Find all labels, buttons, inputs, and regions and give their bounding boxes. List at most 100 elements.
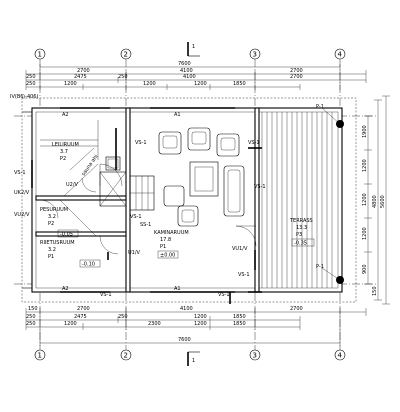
room-area: 3.2 bbox=[48, 214, 56, 220]
grid-axis-top: 1 2 3 4 bbox=[34, 48, 346, 60]
furniture bbox=[158, 127, 245, 227]
vs-label: VS-1 bbox=[130, 214, 142, 220]
door-label: VU1/V bbox=[232, 246, 248, 252]
grid-id-1: 1 bbox=[38, 51, 42, 59]
dim-top-2a: 2700 bbox=[77, 68, 90, 74]
room-terrass: TERRASS 13.3 P3 -0.35 bbox=[289, 218, 315, 247]
grid-id-3: 3 bbox=[253, 352, 257, 360]
section-marker-label: 1 bbox=[192, 358, 195, 364]
room-area: 3.7 bbox=[60, 149, 68, 155]
level-label: -0.05 bbox=[60, 232, 73, 238]
room-code: P3 bbox=[296, 232, 302, 238]
dim-top-3a: 250 bbox=[26, 74, 36, 80]
dim-right-4: 1200 bbox=[362, 227, 368, 240]
door-label: U2/V bbox=[66, 182, 79, 188]
dim-bot-2b: 2475 bbox=[74, 314, 87, 320]
room-level: ±0.00 bbox=[160, 253, 175, 259]
window-openings bbox=[31, 107, 262, 304]
room-name: RIIETUSRUUM bbox=[40, 240, 75, 246]
dim-bot-2c: 250 bbox=[118, 314, 128, 320]
dim-top-3b: 2475 bbox=[74, 74, 87, 80]
post-label: P-1 bbox=[316, 104, 324, 110]
dim-bot-1b: 2700 bbox=[77, 306, 90, 312]
window-label: A2 bbox=[62, 112, 69, 118]
top-dimensions: 7600 2700 4100 2700 250 2475 250 4100 27… bbox=[25, 61, 367, 90]
dim-top-4b: 1200 bbox=[64, 81, 77, 87]
section-marker-top: 1 bbox=[187, 42, 200, 57]
room-level: -0.35 bbox=[294, 241, 307, 247]
room-code: P2 bbox=[48, 221, 54, 227]
grid-id-3: 3 bbox=[253, 51, 257, 59]
dim-top-2c: 2700 bbox=[290, 68, 303, 74]
room-area: 3.2 bbox=[48, 247, 56, 253]
room-code: P2 bbox=[60, 156, 66, 162]
level-markers: -0.10 -0.05 bbox=[57, 229, 101, 268]
dim-bot-3c: 2300 bbox=[148, 321, 161, 327]
room-name: KAMINARUUM bbox=[154, 230, 189, 236]
door-labels: UK2/V U2/V U1/V VU2/V VU1/V bbox=[14, 182, 248, 256]
window-labels: A2 A1 A2 A1 VS-1 VS-1 VS-1 VS-1 VS-1 VS-… bbox=[14, 112, 266, 298]
dim-right-3: 1200 bbox=[362, 193, 368, 206]
vs-label: VS-1 bbox=[248, 140, 260, 146]
dim-right-1: 1900 bbox=[362, 125, 368, 138]
vs-label: VS-1 bbox=[238, 272, 250, 278]
room-code: P1 bbox=[48, 254, 54, 260]
grid-id-2: 2 bbox=[124, 51, 128, 59]
window-label: A1 bbox=[174, 112, 181, 118]
dim-right-5: 900 bbox=[362, 264, 368, 274]
door-label: UK2/V bbox=[14, 190, 30, 196]
room-leiliruum: LEILIRUUM 3.7 P2 bbox=[52, 142, 79, 162]
room-area: 17.8 bbox=[160, 237, 171, 243]
ss-label: SS-1 bbox=[140, 222, 151, 228]
dim-total-top: 7600 bbox=[178, 61, 191, 67]
dim-bot-1a: 150 bbox=[28, 306, 38, 312]
section-marker-bottom: 1 bbox=[187, 351, 200, 366]
room-code: P1 bbox=[160, 244, 166, 250]
dim-top-4c: 1200 bbox=[143, 81, 156, 87]
dim-bot-3e: 1850 bbox=[233, 321, 246, 327]
room-riietusruum: RIIETUSRUUM 3.2 P1 bbox=[40, 240, 75, 260]
door-label: U1/V bbox=[128, 250, 141, 256]
grid-id-1: 1 bbox=[38, 352, 42, 360]
leader-lines bbox=[59, 147, 99, 237]
fireplace bbox=[99, 171, 127, 207]
window-label: A1 bbox=[174, 286, 181, 292]
grid-id-2: 2 bbox=[124, 352, 128, 360]
dim-bot-1d: 2700 bbox=[290, 306, 303, 312]
room-area: 13.3 bbox=[296, 225, 307, 231]
dim-top-4d: 1200 bbox=[194, 81, 207, 87]
vs-label: VS-1 bbox=[100, 292, 112, 298]
dim-total-bottom: 7600 bbox=[178, 337, 191, 343]
vs-label: VS-1 bbox=[254, 184, 266, 190]
dim-right-total-1: 4800 bbox=[372, 195, 378, 208]
room-pesuruum: PESURUUM 3.2 P2 bbox=[40, 207, 68, 227]
dim-top-3e: 2700 bbox=[290, 74, 303, 80]
dim-top-3d: 4100 bbox=[183, 74, 196, 80]
room-name: LEILIRUUM bbox=[52, 142, 79, 148]
right-dimensions: 1900 1200 1200 1200 900 4800 5600 150 bbox=[362, 95, 390, 305]
vs-label: VS-1 bbox=[218, 292, 230, 298]
grid-axis-bottom: 1 2 3 4 bbox=[34, 349, 346, 361]
room-name: TERRASS bbox=[289, 218, 313, 224]
door-label: VU2/V bbox=[14, 212, 30, 218]
dim-top-4e: 1850 bbox=[233, 81, 246, 87]
room-name: PESURUUM bbox=[40, 207, 68, 213]
dim-bot-2e: 1850 bbox=[233, 314, 246, 320]
dim-bot-2d: 1200 bbox=[194, 314, 207, 320]
sauna-stove bbox=[105, 156, 121, 171]
step-block bbox=[129, 175, 155, 211]
post-label: P-1 bbox=[316, 264, 324, 270]
bottom-dimensions: 150 2700 4100 2700 250 2475 250 1200 185… bbox=[25, 306, 367, 346]
dim-right-2: 1200 bbox=[362, 159, 368, 172]
dim-bot-2a: 250 bbox=[26, 314, 36, 320]
dim-bot-3d: 1200 bbox=[194, 321, 207, 327]
top-left-note: IV(B6\-406) bbox=[10, 94, 38, 100]
level-label: -0.10 bbox=[82, 262, 95, 268]
dim-top-3c: 250 bbox=[118, 74, 128, 80]
grid-id-4: 4 bbox=[338, 352, 343, 360]
dim-right-total-2: 5600 bbox=[380, 195, 386, 208]
dim-top-4a: 250 bbox=[26, 81, 36, 87]
vs-label: VS-1 bbox=[14, 170, 26, 176]
grid-id-4: 4 bbox=[338, 51, 343, 59]
